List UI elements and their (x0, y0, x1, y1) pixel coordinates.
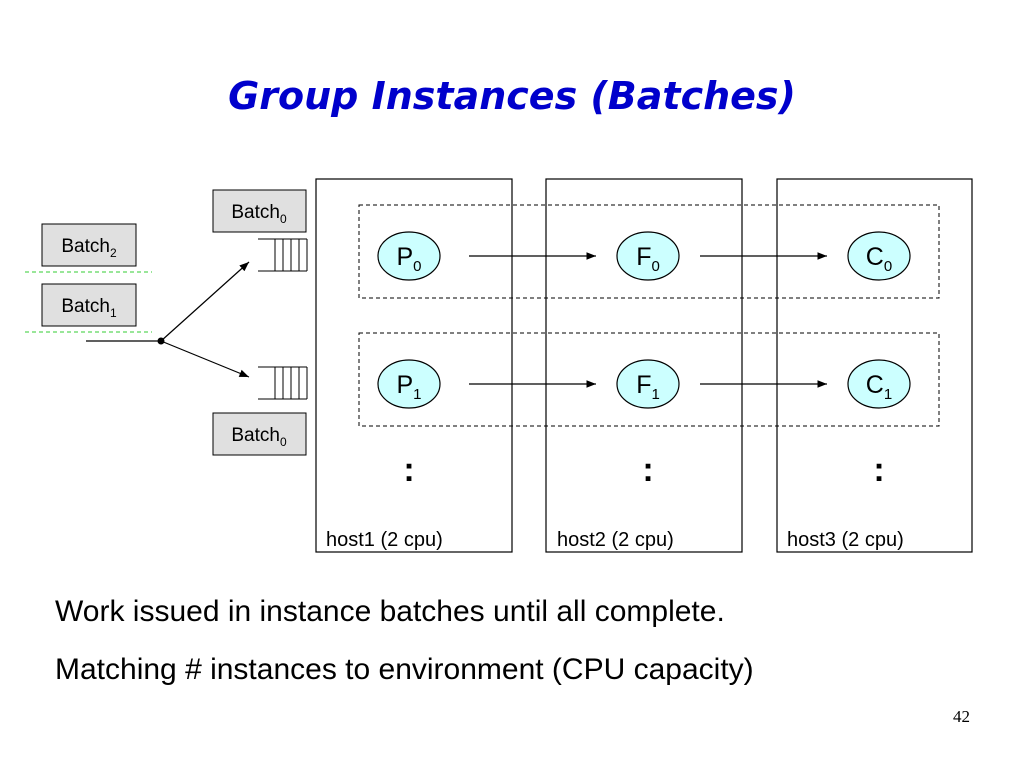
queued-batch-top: Batch0 (212, 189, 307, 233)
bullet-list: Work issued in instance batches until al… (55, 583, 754, 699)
dispatch-arrow-down (160, 340, 250, 378)
pending-batch-1: Batch1 (41, 283, 137, 327)
slide-number: 42 (953, 707, 970, 726)
svg-text:F1: F1 (636, 371, 660, 403)
node-p1: P1 (377, 359, 441, 409)
svg-text:Batch1: Batch1 (61, 296, 117, 320)
continuation-mark: : (642, 451, 653, 489)
node-f0: F0 (616, 231, 680, 281)
dispatch-arrow-up (160, 261, 250, 342)
svg-text:Batch2: Batch2 (61, 236, 117, 260)
node-c0: C0 (847, 231, 911, 281)
continuation-mark: : (873, 451, 884, 489)
instance-group-1 (358, 332, 940, 427)
svg-text:P0: P0 (396, 243, 421, 275)
instance-group-0 (358, 204, 940, 299)
continuation-mark: : (403, 451, 414, 489)
slide-title: Group Instances (Batches) (228, 74, 796, 118)
bullet-item: Matching # instances to environment (CPU… (55, 653, 754, 686)
host-label: host1 (2 cpu) (326, 529, 443, 551)
svg-text:F0: F0 (636, 243, 660, 275)
svg-text:Batch0: Batch0 (231, 425, 287, 449)
queue-icon (258, 238, 308, 272)
bullet-item: Work issued in instance batches until al… (55, 595, 725, 628)
svg-text:P1: P1 (396, 371, 421, 403)
svg-text:Batch0: Batch0 (231, 202, 287, 226)
node-c1: C1 (847, 359, 911, 409)
node-f1: F1 (616, 359, 680, 409)
svg-text:C1: C1 (866, 371, 892, 403)
host-label: host3 (2 cpu) (787, 529, 904, 551)
pending-batch-2: Batch2 (41, 223, 137, 267)
queued-batch-bottom: Batch0 (212, 412, 307, 456)
host-label: host2 (2 cpu) (557, 529, 674, 551)
svg-text:C0: C0 (866, 243, 892, 275)
queue-icon (258, 366, 308, 400)
node-p0: P0 (377, 231, 441, 281)
